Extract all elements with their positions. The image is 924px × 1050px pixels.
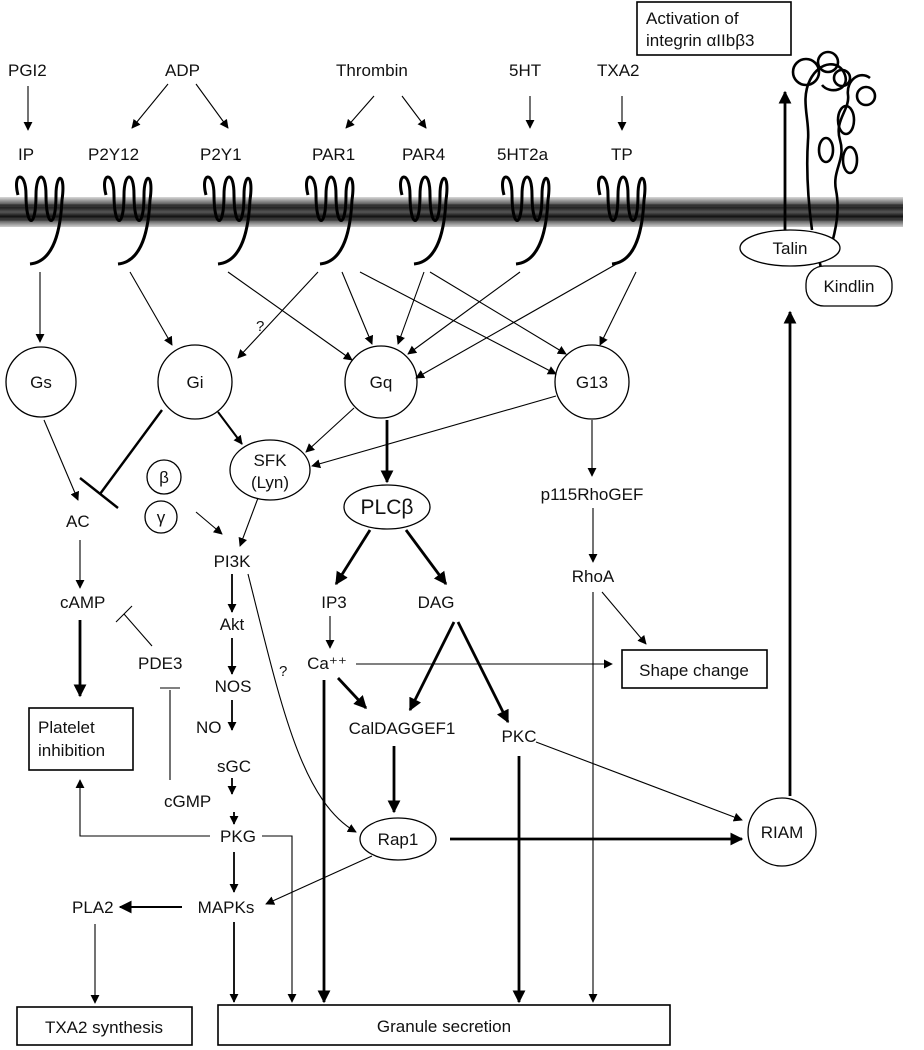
ca-label: Ca⁺⁺	[307, 654, 347, 673]
platelet-inhibition-box	[28, 707, 134, 771]
activation-box	[636, 1, 792, 56]
camp-label: cAMP	[60, 593, 105, 612]
ligand-txa2: TXA2	[597, 61, 640, 80]
platelet-inhibition-line1: Platelet	[38, 718, 95, 737]
plcb-node	[343, 484, 431, 530]
kindlin-label: Kindlin	[823, 277, 874, 296]
integrin-icon	[791, 50, 877, 283]
rhoa-label: RhoA	[572, 567, 615, 586]
pde3-label: PDE3	[138, 654, 182, 673]
pkg-label: PKG	[220, 827, 256, 846]
sfk-label-1: SFK	[253, 451, 287, 470]
caldaggef1-label: CalDAGGEF1	[349, 719, 456, 738]
ligand-adp: ADP	[165, 61, 200, 80]
shape-change-label: Shape change	[639, 661, 749, 680]
granule-secretion-box	[217, 1004, 671, 1046]
receptor-5ht2a-icon	[501, 175, 551, 266]
plcb-label: PLCβ	[361, 496, 414, 519]
receptor-par1-icon	[305, 175, 355, 266]
ac-label: AC	[66, 512, 90, 531]
beta-label: β	[159, 468, 169, 487]
receptor-p2y1-icon	[203, 175, 253, 266]
rap1-label: Rap1	[378, 830, 419, 849]
no-label: NO	[196, 718, 222, 737]
gamma-label: γ	[157, 508, 166, 527]
gs-node	[5, 346, 77, 418]
question-mark-1: ?	[256, 318, 264, 335]
gi-label: Gi	[187, 373, 204, 392]
receptor-par4-icon	[399, 175, 449, 266]
receptor-tp-label: TP	[611, 145, 633, 164]
gi-node	[157, 344, 233, 420]
g13-node	[554, 344, 630, 420]
pi3k-label: PI3K	[214, 552, 252, 571]
beta-node	[146, 459, 182, 495]
shape-change-box	[621, 649, 768, 689]
sfk-label-2: (Lyn)	[251, 473, 289, 492]
riam-label: RIAM	[761, 823, 804, 842]
kindlin-node	[805, 265, 893, 307]
dag-label: DAG	[418, 593, 455, 612]
gamma-node	[144, 500, 178, 534]
receptor-5ht2a-label: 5HT2a	[497, 145, 549, 164]
ip3-label: IP3	[321, 593, 347, 612]
receptor-ip-label: IP	[18, 145, 34, 164]
cgmp-label: cGMP	[164, 792, 211, 811]
nos-label: NOS	[215, 677, 252, 696]
mapks-label: MAPKs	[198, 898, 255, 917]
gs-label: Gs	[30, 373, 52, 392]
ligand-pgi2: PGI2	[8, 61, 47, 80]
question-mark-2: ?	[279, 663, 287, 680]
receptor-p2y12-icon	[103, 175, 153, 266]
granule-secretion-label: Granule secretion	[377, 1017, 511, 1036]
receptor-par4-label: PAR4	[402, 145, 445, 164]
sfk-node	[229, 439, 311, 501]
rap1-node	[359, 817, 437, 861]
talin-node	[739, 229, 841, 267]
receptor-p2y12-label: P2Y12	[88, 145, 139, 164]
pla2-label: PLA2	[72, 898, 114, 917]
gq-node	[344, 345, 418, 419]
gq-label: Gq	[370, 373, 393, 392]
receptor-par1-label: PAR1	[312, 145, 355, 164]
pkc-label: PKC	[502, 727, 537, 746]
akt-label: Akt	[220, 615, 245, 634]
riam-node	[747, 797, 817, 867]
sgc-label: sGC	[217, 757, 251, 776]
ligand-5ht: 5HT	[509, 61, 541, 80]
receptor-p2y1-label: P2Y1	[200, 145, 242, 164]
ligand-thrombin: Thrombin	[336, 61, 408, 80]
txa2-synthesis-box	[16, 1006, 193, 1046]
platelet-inhibition-line2: inhibition	[38, 741, 105, 760]
talin-label: Talin	[773, 239, 808, 258]
txa2-synthesis-label: TXA2 synthesis	[45, 1018, 163, 1037]
activation-line2: integrin αIIbβ3	[646, 31, 754, 50]
p115rhogef-label: p115RhoGEF	[541, 485, 644, 504]
receptor-ip-icon	[15, 175, 65, 266]
receptor-tp-icon	[597, 175, 647, 266]
activation-line1: Activation of	[646, 9, 739, 28]
g13-label: G13	[576, 373, 608, 392]
